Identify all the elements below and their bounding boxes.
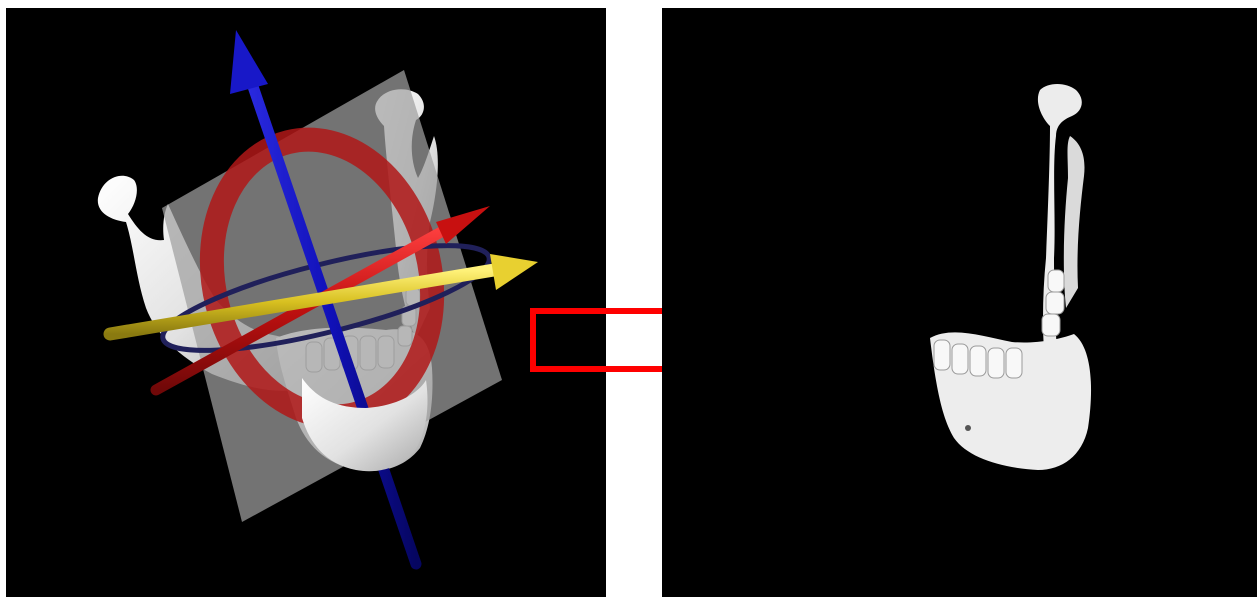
left-3d-viewport[interactable] — [6, 8, 606, 597]
viewport-background — [662, 8, 1257, 597]
left-scene — [6, 8, 606, 597]
right-3d-viewport[interactable] — [662, 8, 1257, 597]
right-scene — [662, 8, 1257, 597]
mental-foramen — [965, 425, 971, 431]
